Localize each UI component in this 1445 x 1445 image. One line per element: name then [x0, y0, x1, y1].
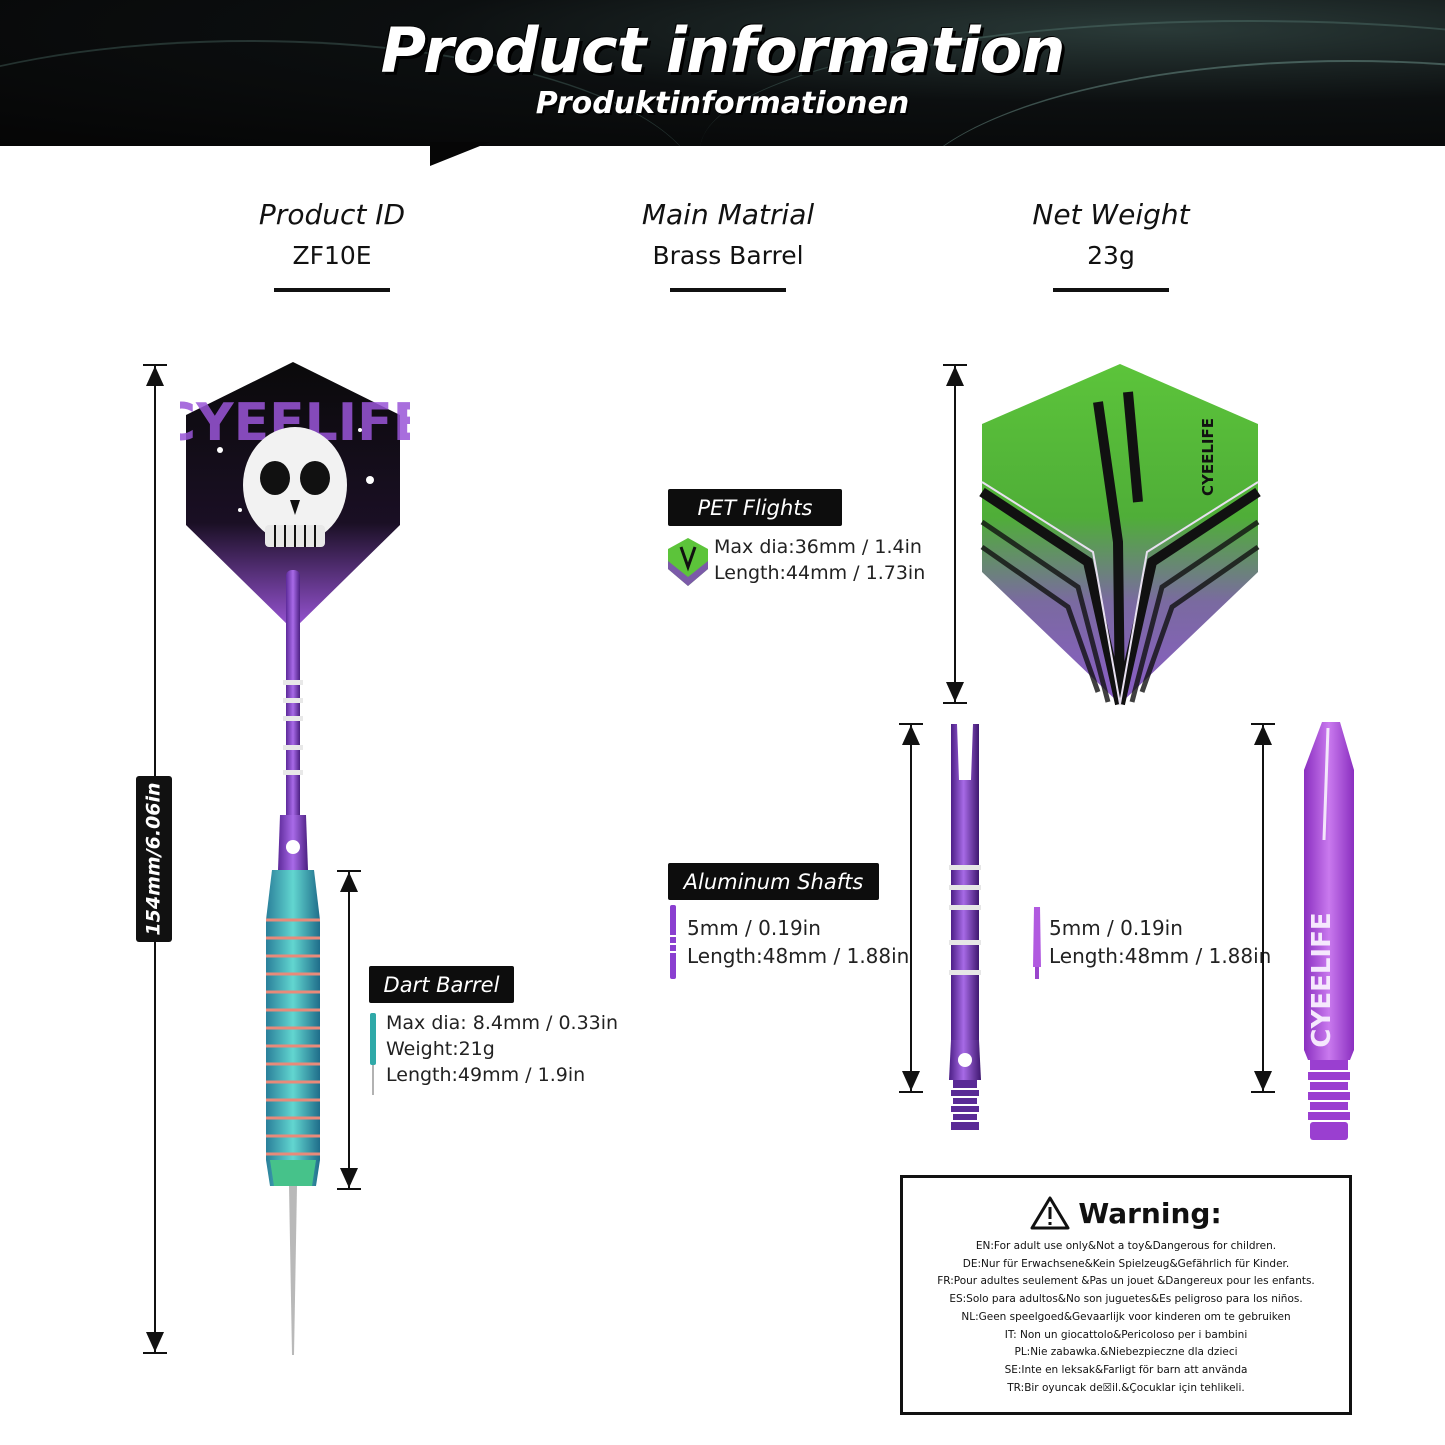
dart-illustration: CYEELIFE [180, 362, 410, 1355]
nylon-shaft-specs: 5mm / 0.19in Length:48mm / 1.88in [1049, 916, 1272, 968]
spec-value: 23g [1087, 241, 1135, 270]
pet-flights-tag: PET Flights [668, 489, 842, 526]
svg-text:CYEELIFE: CYEELIFE [1199, 418, 1217, 496]
warning-box: Warning: EN:For adult use only&Not a toy… [900, 1175, 1352, 1415]
page-subtitle: Produktinformationen [535, 86, 910, 121]
spec-value: Brass Barrel [652, 241, 804, 270]
spec-underline [274, 288, 390, 292]
barrel-mini-icon [370, 1013, 376, 1095]
header-banner [0, 0, 1445, 146]
warning-line: TR:Bir oyuncak de☒il.&Çocuklar için tehl… [1007, 1381, 1245, 1394]
warning-triangle-icon [1030, 1196, 1070, 1230]
spec-net-weight: Net Weight 23g [981, 198, 1241, 292]
nylon-shaft-dimension [1251, 723, 1275, 1093]
spec-underline [670, 288, 786, 292]
skull-flight-icon: CYEELIFE [180, 362, 410, 630]
svg-text:CYEELIFE: CYEELIFE [1307, 912, 1337, 1047]
aluminum-shaft-specs: 5mm / 0.19in Length:48mm / 1.88in [687, 916, 910, 968]
aluminum-shaft-dimension [899, 723, 923, 1093]
warning-line: FR:Pour adultes seulement &Pas un jouet … [937, 1275, 1315, 1288]
flight-mini-icon [668, 538, 708, 586]
green-flight-icon: CYEELIFE [979, 364, 1261, 706]
warning-line: IT: Non un giocattolo&Pericoloso per i b… [1004, 1328, 1248, 1341]
warning-title: Warning: [903, 1196, 1349, 1230]
warning-lines: EN:For adult use only&Not a toy&Dangerou… [903, 1238, 1349, 1397]
aluminum-shaft-mini-icon [669, 905, 677, 979]
page-title: Product information [380, 14, 1066, 87]
spec-main-material: Main Matrial Brass Barrel [598, 198, 858, 292]
warning-line: SE:Inte en leksak&Farligt för barn att a… [1004, 1363, 1248, 1376]
dart-barrel-tag: Dart Barrel [369, 966, 514, 1003]
warning-line: EN:For adult use only&Not a toy&Dangerou… [975, 1240, 1277, 1252]
spec-underline [1053, 288, 1169, 292]
aluminum-shafts-tag: Aluminum Shafts [668, 863, 879, 900]
nylon-shaft-mini-icon [1033, 907, 1041, 979]
warning-line: NL:Geen speelgoed&Gevaarlijk voor kinder… [961, 1310, 1291, 1323]
spec-product-id: Product ID ZF10E [202, 198, 462, 292]
flight-length-dimension [943, 364, 967, 704]
spec-label: Net Weight [1032, 198, 1190, 231]
aluminum-shaft-icon [949, 724, 981, 1130]
warning-line: ES:Solo para adultos&No son juguetes&Es … [949, 1293, 1303, 1306]
barrel-length-dimension [337, 870, 361, 1190]
banner-pointer [430, 142, 490, 166]
warning-line: DE:Nur für Erwachsene&Kein Spielzeug&Gef… [962, 1257, 1290, 1270]
total-length-label: 154mm/6.06in [136, 776, 172, 942]
spec-label: Main Matrial [641, 198, 815, 231]
flight-specs: Max dia:36mm / 1.4in Length:44mm / 1.73i… [714, 536, 926, 584]
barrel-specs: Max dia: 8.4mm / 0.33in Weight:21g Lengt… [386, 1012, 619, 1086]
warning-line: PL:Nie zabawka.&Niebezpieczne dla dzieci [1014, 1346, 1238, 1359]
nylon-shaft-icon: CYEELIFE [1304, 722, 1354, 1140]
spec-label: Product ID [258, 198, 406, 231]
spec-value: ZF10E [292, 241, 372, 270]
